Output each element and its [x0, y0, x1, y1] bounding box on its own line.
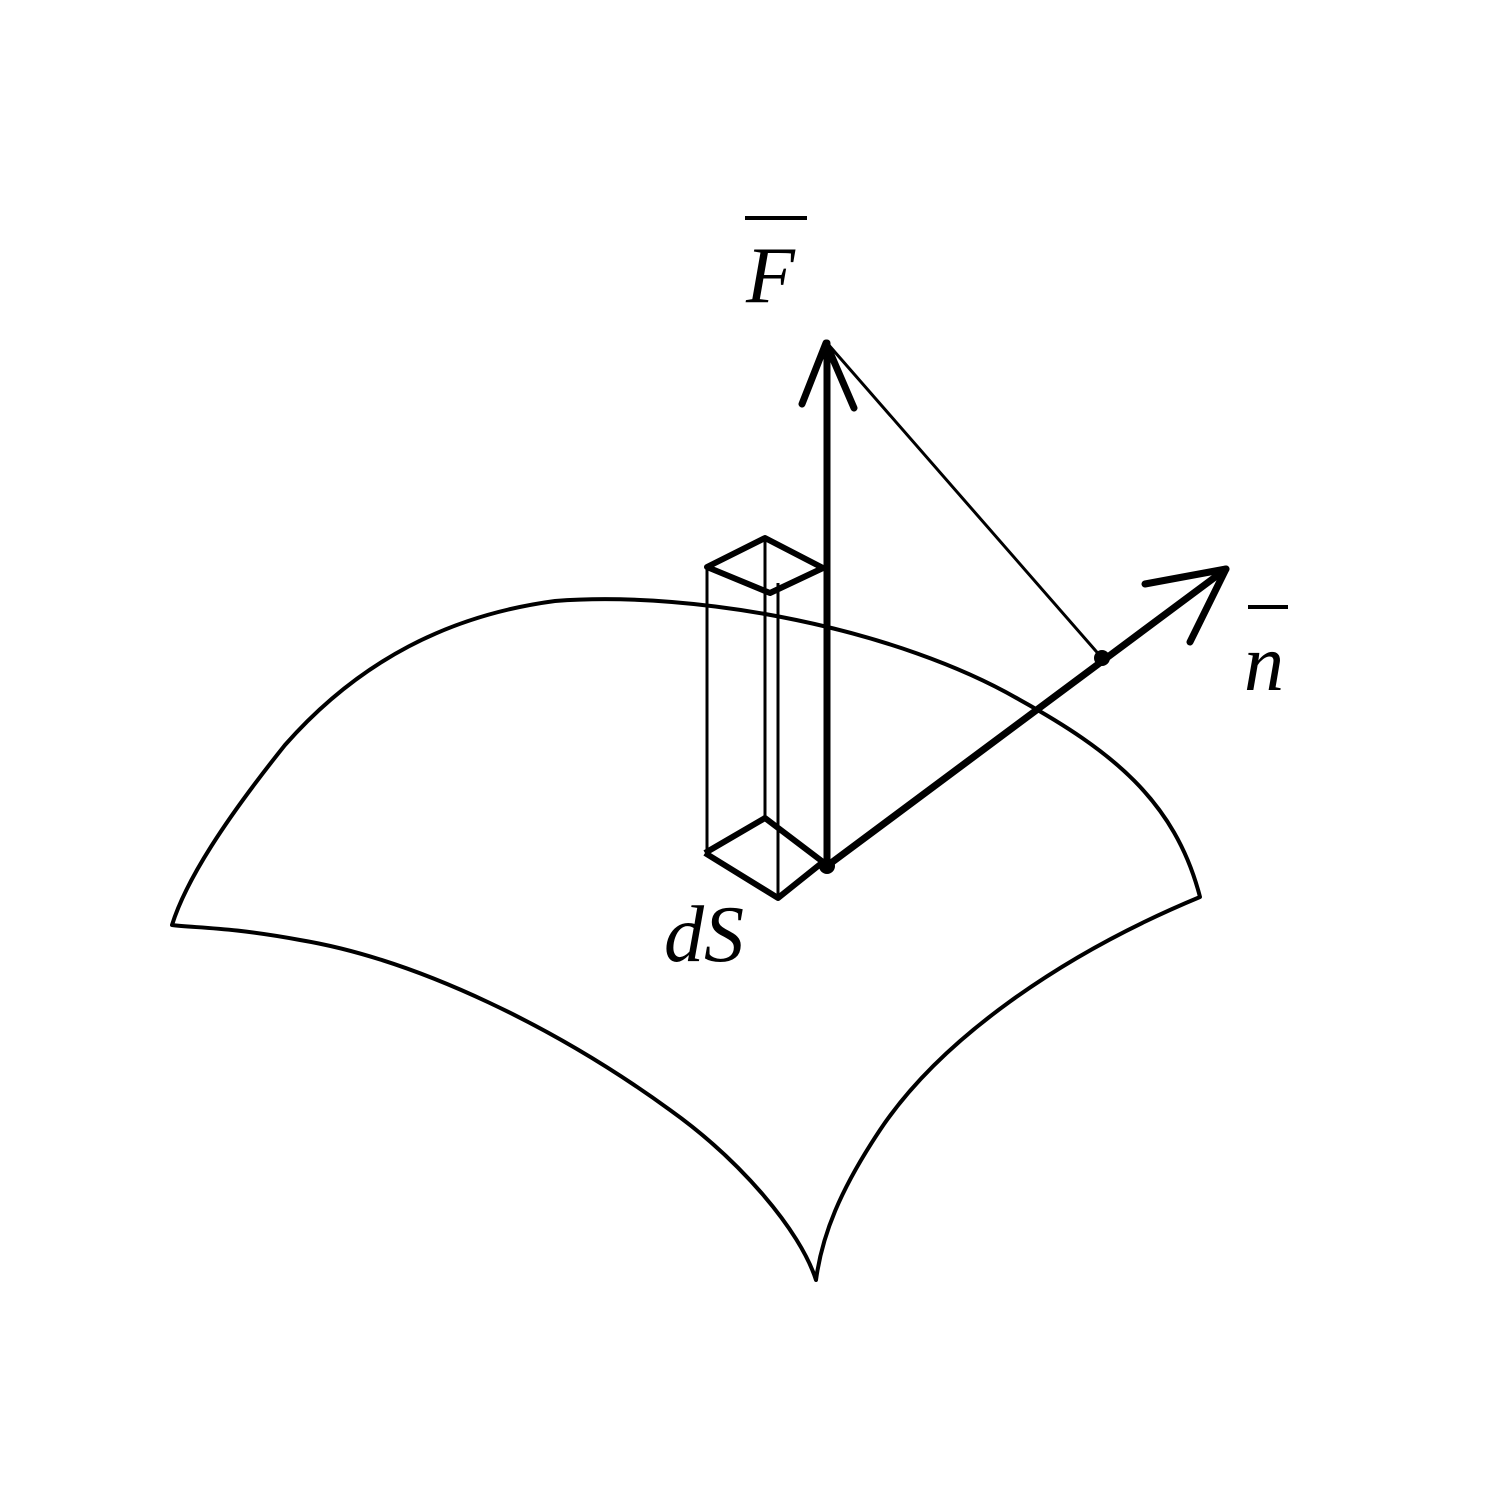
flux-tube-prism: [703, 535, 826, 901]
normal-vector-arrowhead: [1141, 565, 1230, 646]
projection-point: [1094, 650, 1110, 666]
force-vector-arrowhead: [798, 339, 858, 412]
surface-patch: [170, 597, 1202, 1282]
normal-label: n: [1244, 620, 1284, 708]
normal-vector-shaft: [823, 565, 1230, 870]
area-label: dS: [664, 891, 744, 979]
origin-point: [819, 858, 835, 874]
force-label: F: [745, 232, 796, 320]
area-element-dS: [703, 815, 826, 901]
projection-line: [825, 342, 1104, 659]
normal-vector: [823, 565, 1230, 870]
prism-top-face: [704, 535, 826, 596]
force-vector: [798, 339, 858, 870]
